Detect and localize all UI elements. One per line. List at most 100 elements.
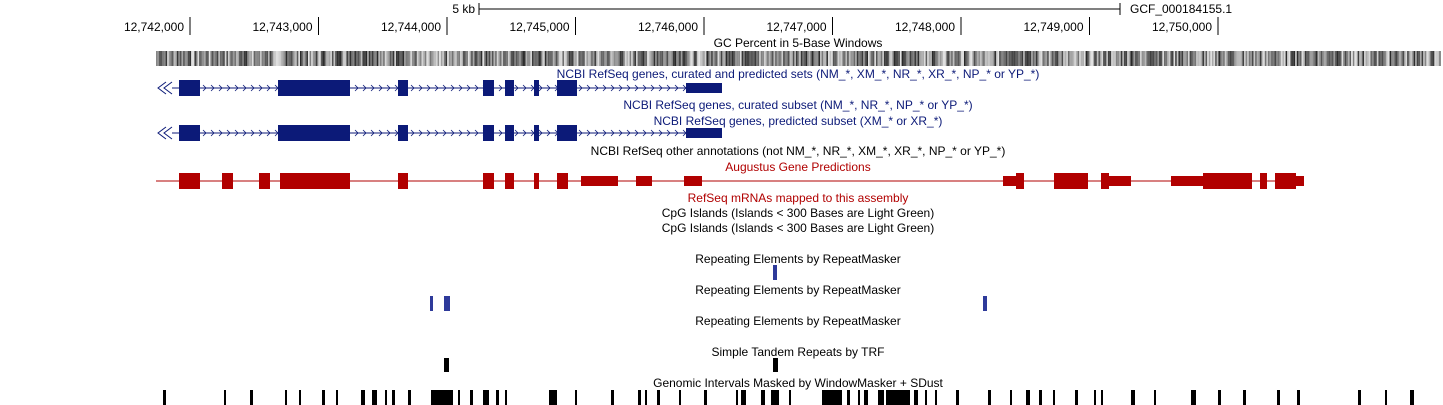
masked-interval[interactable] — [431, 390, 453, 405]
masked-interval[interactable] — [638, 390, 641, 405]
masked-interval[interactable] — [1385, 390, 1387, 405]
masked-interval[interactable] — [549, 390, 557, 405]
masked-interval[interactable] — [408, 390, 411, 405]
masked-interval[interactable] — [496, 390, 499, 405]
masked-interval[interactable] — [789, 390, 791, 405]
exon-block[interactable] — [398, 125, 408, 141]
masked-interval[interactable] — [988, 390, 991, 405]
exon-block[interactable] — [505, 125, 514, 141]
track-label-repeatmasker-1[interactable]: Repeating Elements by RepeatMasker — [695, 252, 900, 266]
masked-interval[interactable] — [1297, 390, 1300, 405]
repeat-element[interactable] — [430, 296, 433, 311]
masked-interval[interactable] — [935, 390, 937, 405]
masked-interval[interactable] — [878, 390, 884, 405]
repeat-element[interactable] — [773, 265, 777, 280]
track-label-refseq-all[interactable]: NCBI RefSeq genes, curated and predicted… — [557, 67, 1040, 81]
masked-interval[interactable] — [1191, 390, 1196, 405]
utr-block[interactable] — [1296, 176, 1304, 186]
masked-interval[interactable] — [1131, 390, 1135, 405]
masked-interval[interactable] — [1094, 390, 1096, 405]
exon-block[interactable] — [1203, 173, 1252, 189]
masked-interval[interactable] — [1358, 390, 1361, 405]
continuation-arrow[interactable] — [157, 126, 167, 140]
track-label-refseq-mrna[interactable]: RefSeq mRNAs mapped to this assembly — [688, 191, 909, 205]
utr-block[interactable] — [581, 176, 618, 186]
utr-block[interactable] — [684, 176, 702, 186]
masked-interval[interactable] — [1243, 390, 1246, 405]
masked-interval[interactable] — [1075, 390, 1078, 405]
exon-block[interactable] — [278, 125, 350, 141]
exon-block[interactable] — [483, 173, 494, 189]
utr-block[interactable] — [686, 83, 722, 93]
exon-block[interactable] — [398, 173, 408, 189]
masked-interval[interactable] — [361, 390, 365, 405]
masked-interval[interactable] — [1053, 390, 1055, 405]
exon-block[interactable] — [179, 125, 200, 141]
track-label-refseq-curated[interactable]: NCBI RefSeq genes, curated subset (NM_*,… — [623, 98, 972, 112]
track-label-refseq-other[interactable]: NCBI RefSeq other annotations (not NM_*,… — [591, 144, 1006, 158]
continuation-arrow[interactable] — [163, 81, 173, 95]
refseq-all-gene-model[interactable] — [157, 80, 722, 96]
masked-interval[interactable] — [771, 390, 779, 405]
repeat-element[interactable] — [444, 296, 450, 311]
masked-interval[interactable] — [956, 390, 959, 405]
masked-interval[interactable] — [470, 390, 473, 405]
masked-interval[interactable] — [285, 390, 287, 405]
exon-block[interactable] — [280, 173, 350, 189]
masked-interval[interactable] — [336, 390, 338, 405]
masked-interval[interactable] — [224, 390, 226, 405]
utr-block[interactable] — [636, 176, 652, 186]
exon-block[interactable] — [483, 80, 494, 96]
masked-interval[interactable] — [458, 390, 460, 405]
masked-interval[interactable] — [1154, 390, 1156, 405]
masked-interval[interactable] — [299, 390, 301, 405]
masked-interval[interactable] — [645, 390, 647, 405]
masked-interval[interactable] — [1039, 390, 1042, 405]
masked-interval[interactable] — [925, 390, 927, 405]
masked-interval[interactable] — [1026, 390, 1030, 405]
masked-interval[interactable] — [385, 390, 387, 405]
masked-interval[interactable] — [1277, 390, 1280, 405]
track-label-cpg-islands-1[interactable]: CpG Islands (Islands < 300 Bases are Lig… — [662, 206, 934, 220]
track-label-refseq-predicted[interactable]: NCBI RefSeq genes, predicted subset (XM_… — [654, 114, 943, 128]
track-label-tandem-repeats[interactable]: Simple Tandem Repeats by TRF — [712, 345, 885, 359]
masked-interval[interactable] — [483, 390, 489, 405]
windowmasker-intervals[interactable] — [163, 390, 1414, 405]
exon-block[interactable] — [557, 80, 577, 96]
track-label-repeatmasker-2[interactable]: Repeating Elements by RepeatMasker — [695, 283, 900, 297]
masked-interval[interactable] — [505, 390, 507, 405]
masked-interval[interactable] — [1218, 390, 1221, 405]
exon-block[interactable] — [1101, 173, 1109, 189]
track-label-windowmasker[interactable]: Genomic Intervals Masked by WindowMasker… — [653, 376, 943, 390]
masked-interval[interactable] — [392, 390, 395, 405]
augustus-gene-model[interactable] — [156, 173, 1304, 189]
exon-block[interactable] — [534, 80, 539, 96]
masked-interval[interactable] — [163, 390, 166, 405]
track-label-gc-percent[interactable]: GC Percent in 5-Base Windows — [714, 36, 883, 50]
exon-block[interactable] — [483, 125, 494, 141]
masked-interval[interactable] — [372, 390, 377, 405]
repeat-element[interactable] — [983, 296, 987, 311]
masked-interval[interactable] — [741, 390, 746, 405]
continuation-arrow[interactable] — [163, 126, 173, 140]
masked-interval[interactable] — [250, 390, 253, 405]
masked-interval[interactable] — [822, 390, 842, 405]
exon-block[interactable] — [398, 80, 408, 96]
masked-interval[interactable] — [575, 390, 577, 405]
masked-interval[interactable] — [1101, 390, 1103, 405]
masked-interval[interactable] — [736, 390, 738, 405]
exon-block[interactable] — [179, 173, 200, 189]
exon-block[interactable] — [505, 173, 514, 189]
masked-interval[interactable] — [657, 390, 660, 405]
masked-interval[interactable] — [679, 390, 681, 405]
exon-block[interactable] — [179, 80, 200, 96]
masked-interval[interactable] — [761, 390, 765, 405]
continuation-arrow[interactable] — [157, 81, 167, 95]
exon-block[interactable] — [1016, 173, 1024, 189]
masked-interval[interactable] — [864, 390, 868, 405]
refseq-curated-gene-model[interactable] — [157, 125, 722, 141]
exon-block[interactable] — [222, 173, 233, 189]
exon-block[interactable] — [1054, 173, 1088, 189]
exon-block[interactable] — [278, 80, 350, 96]
